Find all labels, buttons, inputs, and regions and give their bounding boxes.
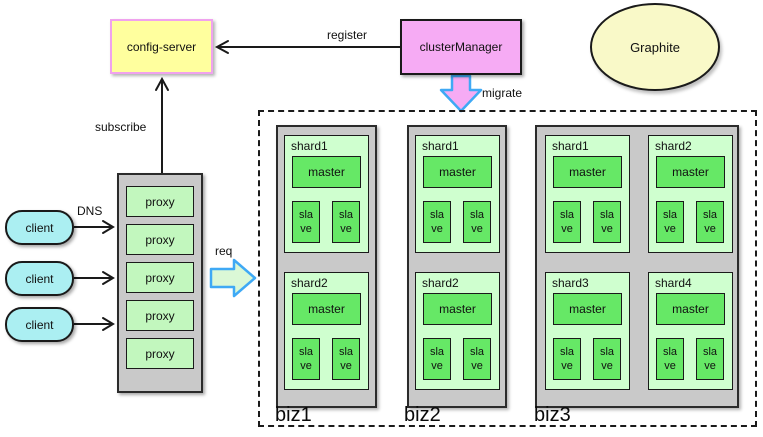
shard-name: shard4 — [655, 276, 692, 290]
cluster-biz2: shard1 master sla ve sla ve shard2 maste… — [407, 125, 507, 408]
slave-node: sla ve — [656, 201, 684, 243]
proxy-node: proxy — [126, 300, 194, 331]
cluster-manager-label: clusterManager — [419, 40, 503, 54]
master-node: master — [423, 156, 492, 188]
shard-panel: shard2 master sla ve sla ve — [415, 272, 500, 390]
client-label: client — [25, 220, 54, 235]
shard-name: shard2 — [422, 276, 459, 290]
shard-name: shard1 — [422, 139, 459, 153]
client3-arrow — [74, 317, 115, 331]
subscribe-label: subscribe — [95, 120, 147, 134]
slave-node: sla ve — [292, 201, 320, 243]
slave-node: sla ve — [463, 338, 491, 380]
shard-panel: shard1 master sla ve sla ve — [545, 135, 630, 253]
master-node: master — [423, 293, 492, 325]
master-node: master — [553, 293, 622, 325]
cluster-biz3: shard1 master sla ve sla ve shard2 maste… — [535, 125, 739, 408]
shard-panel: shard1 master sla ve sla ve — [415, 135, 500, 253]
slave-node: sla ve — [656, 338, 684, 380]
shard-name: shard3 — [552, 276, 589, 290]
config-server-label: config-server — [126, 39, 197, 54]
slave-node: sla ve — [332, 338, 360, 380]
proxy-node: proxy — [126, 224, 194, 255]
proxy-node: proxy — [126, 262, 194, 293]
client-label: client — [25, 271, 54, 286]
shard-name: shard1 — [552, 139, 589, 153]
shard-name: shard2 — [291, 276, 328, 290]
dns-arrow — [74, 220, 115, 234]
dns-label: DNS — [77, 204, 103, 218]
client-node: client — [5, 210, 74, 245]
biz2-label: biz2 — [404, 404, 441, 426]
shard-panel: shard1 master sla ve sla ve — [284, 135, 369, 253]
shard-panel: shard4 master sla ve sla ve — [648, 272, 733, 390]
cluster-manager-node: clusterManager — [400, 19, 522, 75]
proxy-node: proxy — [126, 338, 194, 369]
slave-node: sla ve — [292, 338, 320, 380]
slave-node: sla ve — [423, 201, 451, 243]
graphite-node: Graphite — [590, 3, 720, 91]
graphite-label: Graphite — [630, 39, 680, 55]
subscribe-arrow — [155, 76, 169, 173]
master-node: master — [656, 293, 725, 325]
client-node: client — [5, 261, 74, 296]
master-node: master — [292, 293, 361, 325]
biz3-label: biz3 — [534, 404, 571, 426]
shard-name: shard1 — [291, 139, 328, 153]
slave-node: sla ve — [553, 338, 581, 380]
proxy-stack: proxy proxy proxy proxy proxy — [117, 173, 203, 393]
slave-node: sla ve — [593, 201, 621, 243]
slave-node: sla ve — [696, 338, 724, 380]
master-node: master — [656, 156, 725, 188]
slave-node: sla ve — [553, 201, 581, 243]
slave-node: sla ve — [423, 338, 451, 380]
client-label: client — [25, 317, 54, 332]
proxy-label: proxy — [145, 346, 175, 361]
proxy-label: proxy — [145, 232, 175, 247]
client-node: client — [5, 307, 74, 342]
slave-node: sla ve — [696, 201, 724, 243]
migrate-block-arrow — [439, 74, 483, 113]
biz1-label: biz1 — [275, 404, 312, 426]
slave-node: sla ve — [593, 338, 621, 380]
proxy-label: proxy — [145, 194, 175, 209]
migrate-label: migrate — [482, 86, 523, 100]
shard-panel: shard2 master sla ve sla ve — [284, 272, 369, 390]
slave-node: sla ve — [332, 201, 360, 243]
config-server-node: config-server — [110, 19, 213, 74]
req-block-arrow — [209, 258, 257, 298]
proxy-label: proxy — [145, 270, 175, 285]
register-label: register — [327, 28, 368, 42]
shard-panel: shard2 master sla ve sla ve — [648, 135, 733, 253]
proxy-label: proxy — [145, 308, 175, 323]
cluster-biz1: shard1 master sla ve sla ve shard2 maste… — [276, 125, 377, 408]
register-arrow — [214, 40, 400, 54]
cluster-pool-boundary — [258, 110, 757, 427]
shard-name: shard2 — [655, 139, 692, 153]
master-node: master — [292, 156, 361, 188]
master-node: master — [553, 156, 622, 188]
req-label: req — [215, 244, 233, 258]
client2-arrow — [74, 271, 115, 285]
shard-panel: shard3 master sla ve sla ve — [545, 272, 630, 390]
proxy-node: proxy — [126, 186, 194, 217]
slave-node: sla ve — [463, 201, 491, 243]
